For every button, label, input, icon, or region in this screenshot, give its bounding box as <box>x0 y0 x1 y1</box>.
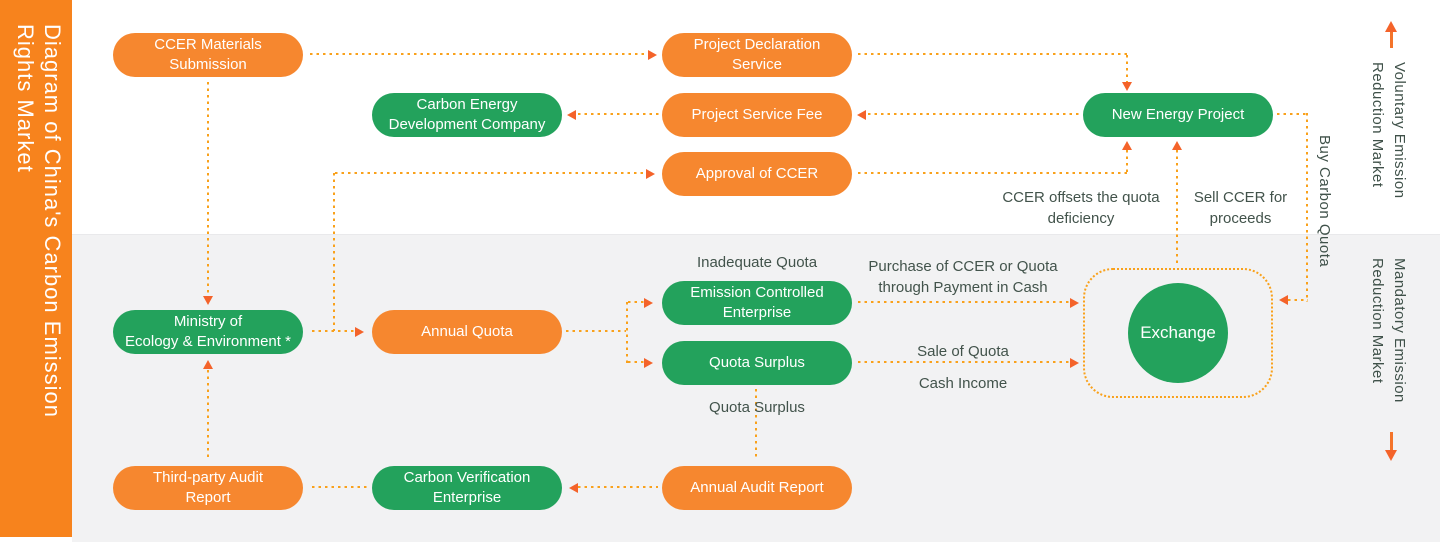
label-inadequate-quota: Inadequate Quota <box>696 254 818 271</box>
node-quota-surplus: Quota Surplus <box>662 341 852 385</box>
arrowhead-into-exchange-purchase <box>1070 298 1079 308</box>
label-buy-carbon-quota: Buy Carbon Quota <box>1316 135 1333 268</box>
diagram-title-line2: Rights Market <box>13 24 38 173</box>
label-quota-surplus: Quota Surplus <box>709 399 805 416</box>
label-mandatory-line1: Mandatory Emission <box>1391 258 1408 403</box>
label-voluntary-line1: Voluntary Emission <box>1391 62 1408 199</box>
line-newenergy-to-servicefee <box>868 113 1080 115</box>
arrowhead-into-newenergy-offsets <box>1122 141 1132 150</box>
mandatory-down-arrow-shaft <box>1390 432 1393 450</box>
arrowhead-into-newenergy-sell <box>1172 141 1182 150</box>
line-split-to-surplus <box>628 361 644 363</box>
label-sell-ccer: Sell CCER for proceeds <box>1193 189 1288 227</box>
label-mandatory-market: Mandatory Emission Reduction Market <box>1366 258 1410 428</box>
arrowhead-into-declaration <box>648 50 657 60</box>
line-to-approval <box>335 172 647 174</box>
line-split-to-emission <box>628 301 644 303</box>
arrowhead-into-exchange-sale <box>1070 358 1079 368</box>
arrowhead-into-emission <box>644 298 653 308</box>
line-ccer-offsets-h <box>858 172 1129 174</box>
line-annualquota-out <box>566 330 626 332</box>
arrowhead-into-carbonenergy <box>567 110 576 120</box>
diagram-title-line1: Diagram of China's Carbon Emission <box>40 24 65 419</box>
node-project-declaration-service: Project Declaration Service <box>662 33 852 77</box>
voluntary-up-arrow-shaft <box>1390 30 1393 48</box>
label-cash-income: Cash Income <box>918 375 1008 392</box>
arrowhead-into-verification <box>569 483 578 493</box>
node-carbon-verification-enterprise: Carbon Verification Enterprise <box>372 466 562 510</box>
arrowhead-into-ministry-top <box>203 296 213 305</box>
line-ccer-to-ministry <box>207 82 209 296</box>
node-annual-audit-report: Annual Audit Report <box>662 466 852 510</box>
node-third-party-audit-report: Third-party Audit Report <box>113 466 303 510</box>
line-purchase <box>858 301 1070 303</box>
line-annualquota-split <box>626 302 628 364</box>
label-voluntary-market: Voluntary Emission Reduction Market <box>1366 62 1410 222</box>
node-annual-quota: Annual Quota <box>372 310 562 354</box>
line-sale <box>858 361 1070 363</box>
line-audit-to-verification <box>578 486 658 488</box>
line-ministry-branch-up <box>333 173 335 331</box>
label-sale-of-quota: Sale of Quota <box>917 343 1009 360</box>
line-buyquota-v <box>1306 113 1308 302</box>
node-carbon-energy-development-company: Carbon Energy Development Company <box>372 93 562 137</box>
line-ministry-to-annualquota <box>312 330 356 332</box>
node-emission-controlled-enterprise: Emission Controlled Enterprise <box>662 281 852 325</box>
arrowhead-into-annualquota <box>355 327 364 337</box>
node-new-energy-project: New Energy Project <box>1083 93 1273 137</box>
line-declaration-to-newenergy-v <box>1126 55 1128 84</box>
label-purchase-of-ccer: Purchase of CCER or Quota through Paymen… <box>868 258 1058 296</box>
arrowhead-into-servicefee <box>857 110 866 120</box>
sidebar: Diagram of China's Carbon Emission Right… <box>0 0 72 537</box>
voluntary-up-arrow-icon <box>1385 21 1397 32</box>
arrowhead-into-exchange-buy <box>1279 295 1288 305</box>
arrowhead-into-ministry-bottom <box>203 360 213 369</box>
label-ccer-offsets: CCER offsets the quota deficiency <box>1002 189 1160 227</box>
line-ccer-to-declaration <box>310 53 650 55</box>
line-sellccer <box>1176 150 1178 266</box>
label-mandatory-line2: Reduction Market <box>1369 258 1386 384</box>
node-exchange: Exchange <box>1128 283 1228 383</box>
line-buyquota-bottom <box>1288 299 1308 301</box>
node-project-service-fee: Project Service Fee <box>662 93 852 137</box>
arrowhead-into-approval <box>646 169 655 179</box>
line-surplus-to-audit <box>755 389 757 459</box>
mandatory-down-arrow-icon <box>1385 450 1397 461</box>
line-verification-to-thirdparty <box>312 486 370 488</box>
line-servicefee-to-carbonenergy <box>578 113 660 115</box>
diagram-title: Diagram of China's Carbon Emission Right… <box>12 24 66 524</box>
line-ccer-offsets-v <box>1126 150 1128 174</box>
arrowhead-into-newenergy-top <box>1122 82 1132 91</box>
label-voluntary-line2: Reduction Market <box>1369 62 1386 188</box>
arrowhead-into-surplus <box>644 358 653 368</box>
line-declaration-to-newenergy-h <box>858 53 1129 55</box>
line-buyquota-top <box>1277 113 1309 115</box>
line-thirdparty-to-ministry <box>207 370 209 458</box>
node-ministry-ecology-environment: Ministry of Ecology & Environment * <box>113 310 303 354</box>
node-approval-of-ccer: Approval of CCER <box>662 152 852 196</box>
node-ccer-materials-submission: CCER Materials Submission <box>113 33 303 77</box>
exchange-dotted-boundary <box>1083 268 1273 398</box>
